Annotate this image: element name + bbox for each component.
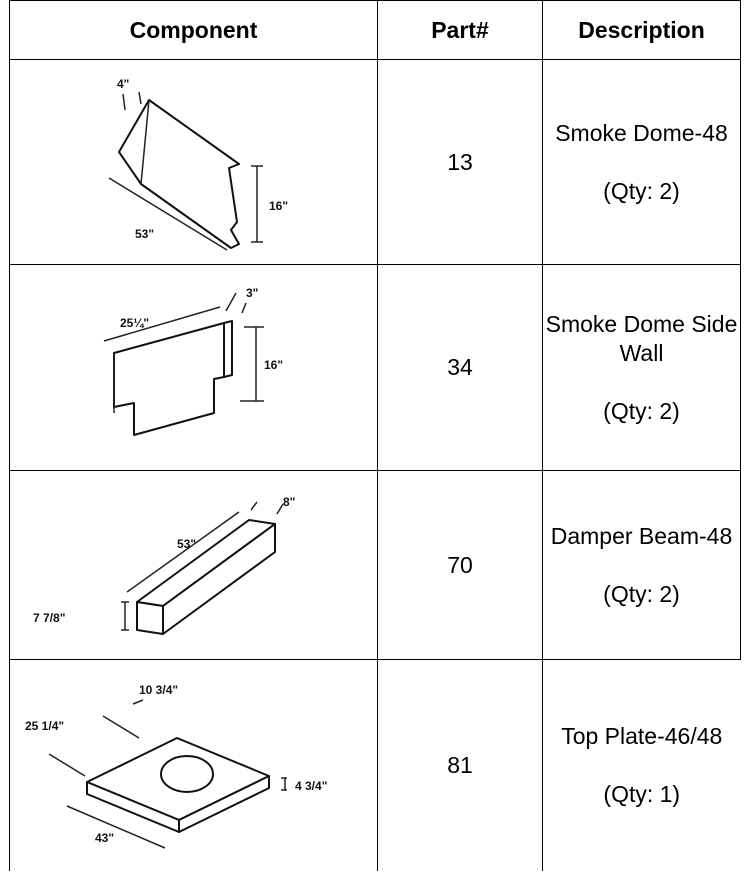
header-description: Description (542, 0, 741, 60)
part-number: 34 (377, 264, 543, 471)
dim-label: 53" (135, 227, 154, 241)
description-name: Smoke Dome Side Wall (545, 310, 738, 366)
header-row: Component Part# Description (9, 0, 741, 60)
description-qty: (Qty: 2) (603, 397, 680, 424)
dim-label: 16" (264, 358, 283, 372)
table-row: 53" 8" 7 7/8" 70 Damper Beam-48 (Qty: 2) (9, 470, 741, 660)
description-cell: Top Plate-46/48 (Qty: 1) (542, 659, 741, 871)
component-diagram-cell: 4" 53" 16" (9, 59, 378, 265)
description-name: Damper Beam-48 (550, 522, 733, 549)
top-plate-diagram: 10 3/4" 25 1/4" 43" 4 3/4" (25, 683, 327, 849)
dim-label: 7 7/8" (33, 611, 65, 625)
component-diagram-cell: 10 3/4" 25 1/4" 43" 4 3/4" (9, 659, 378, 871)
description-cell: Damper Beam-48 (Qty: 2) (542, 470, 741, 660)
table-row: 25¼" 3" 16" 34 Smoke Dome Side Wall (Qty… (9, 264, 741, 471)
dim-label: 25 1/4" (25, 719, 64, 733)
dim-label: 4" (117, 77, 129, 91)
dim-label: 53" (177, 537, 196, 551)
dim-label: 25¼" (120, 316, 149, 330)
part-number: 70 (377, 470, 543, 660)
smoke-dome-diagram: 4" 53" 16" (108, 77, 288, 251)
description-cell: Smoke Dome Side Wall (Qty: 2) (542, 264, 741, 471)
description-qty: (Qty: 2) (603, 580, 680, 607)
description-qty: (Qty: 2) (603, 177, 680, 204)
dim-label: 43" (95, 831, 114, 845)
description-name: Top Plate-46/48 (561, 723, 723, 749)
component-diagram-cell: 25¼" 3" 16" (9, 264, 378, 471)
dim-label: 3" (246, 286, 258, 300)
component-diagram-cell: 53" 8" 7 7/8" (9, 470, 378, 660)
damper-beam-diagram: 53" 8" 7 7/8" (33, 495, 295, 635)
table-row: 10 3/4" 25 1/4" 43" 4 3/4" 81 Top Plate-… (9, 659, 741, 871)
dim-label: 10 3/4" (139, 683, 178, 697)
side-wall-diagram: 25¼" 3" 16" (103, 286, 283, 436)
header-component: Component (9, 0, 378, 60)
description-name: Smoke Dome-48 (555, 119, 728, 146)
description-qty: (Qty: 1) (603, 781, 681, 807)
components-table: Component Part# Description 4" 53" (9, 0, 741, 871)
dim-label: 4 3/4" (295, 779, 327, 793)
header-part: Part# (377, 0, 543, 60)
part-number: 81 (377, 659, 543, 871)
dim-label: 8" (283, 495, 295, 509)
description-cell: Smoke Dome-48 (Qty: 2) (542, 59, 741, 265)
dim-label: 16" (269, 199, 288, 213)
part-number: 13 (377, 59, 543, 265)
table-row: 4" 53" 16" 13 Smoke Dome-48 (Qty: 2) (9, 59, 741, 265)
